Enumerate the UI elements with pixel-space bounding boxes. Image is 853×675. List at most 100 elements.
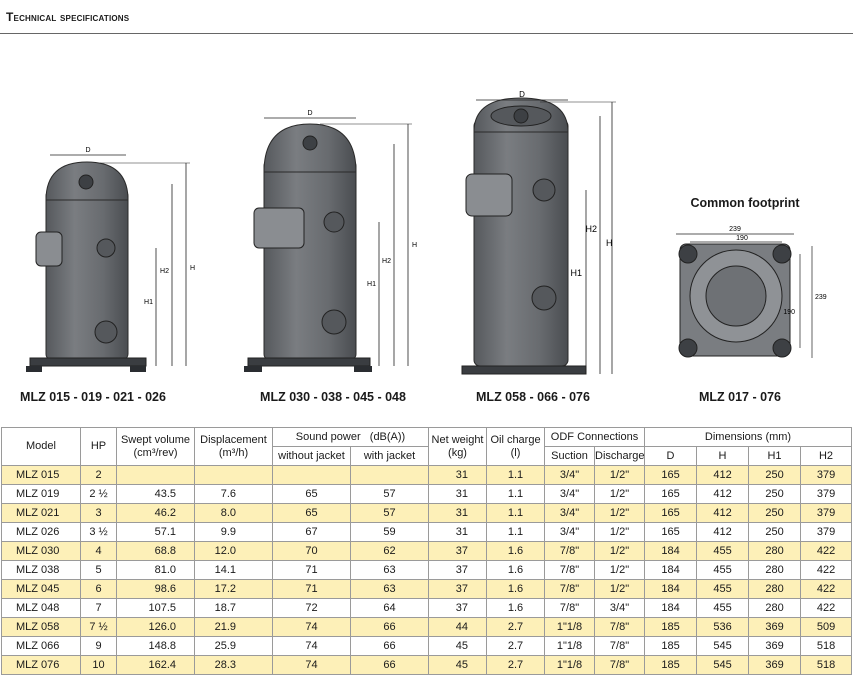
cell-net-weight: 37 bbox=[428, 560, 488, 580]
cell-suction: 7/8" bbox=[544, 579, 596, 599]
cell-oil: 1.1 bbox=[486, 522, 546, 542]
cell-hp: 5 bbox=[80, 560, 117, 580]
dim-h-1: H bbox=[190, 265, 195, 272]
specs-table: Model HP Swept volume(cm³/rev) Displacem… bbox=[1, 427, 853, 675]
cell-h1: 250 bbox=[748, 503, 802, 523]
cell-oil: 1.6 bbox=[486, 560, 546, 580]
cell-discharge: 1/2" bbox=[594, 579, 646, 599]
cell-d: 165 bbox=[644, 465, 698, 485]
cell-net-weight: 37 bbox=[428, 541, 488, 561]
cell-suction: 3/4" bbox=[544, 465, 596, 485]
header-h2: H2 bbox=[800, 446, 853, 466]
cell-with-jacket bbox=[349, 465, 430, 485]
cell-oil: 1.1 bbox=[486, 465, 546, 485]
cell-with-jacket: 66 bbox=[349, 636, 430, 656]
header-odf: ODF Connections bbox=[544, 427, 646, 447]
cell-hp: 9 bbox=[80, 636, 117, 656]
cell-hp: 2 bbox=[80, 465, 117, 485]
cell-suction: 1"1/8 bbox=[544, 655, 596, 675]
header-hp: HP bbox=[80, 427, 117, 466]
dim-d-1: D bbox=[85, 147, 90, 154]
cell-h2: 518 bbox=[800, 636, 853, 656]
cell-with-jacket: 64 bbox=[349, 598, 430, 618]
cell-swept: 68.8 bbox=[116, 541, 195, 561]
cell-displacement: 8.0 bbox=[194, 503, 273, 523]
cell-displacement: 14.1 bbox=[194, 560, 273, 580]
table-row: MLZ 048 7 107.5 18.7 72 64 37 1.6 7/8" 3… bbox=[1, 598, 853, 618]
header-suction: Suction bbox=[544, 446, 596, 466]
cell-with-jacket: 57 bbox=[349, 484, 430, 504]
cell-displacement: 21.9 bbox=[194, 617, 273, 637]
cell-with-jacket: 57 bbox=[349, 503, 430, 523]
cell-model: MLZ 026 bbox=[1, 522, 81, 542]
cell-suction: 1"1/8 bbox=[544, 636, 596, 656]
cell-h2: 379 bbox=[800, 522, 853, 542]
header-d: D bbox=[644, 446, 698, 466]
cell-suction: 7/8" bbox=[544, 541, 596, 561]
cell-swept: 81.0 bbox=[116, 560, 195, 580]
cell-displacement bbox=[194, 465, 273, 485]
cell-swept: 107.5 bbox=[116, 598, 195, 618]
table-row: MLZ 030 4 68.8 12.0 70 62 37 1.6 7/8" 1/… bbox=[1, 541, 853, 561]
cell-suction: 1"1/8 bbox=[544, 617, 596, 637]
cell-discharge: 3/4" bbox=[594, 598, 646, 618]
cell-without-jacket: 65 bbox=[272, 503, 351, 523]
cell-swept: 148.8 bbox=[116, 636, 195, 656]
header-displacement: Displacement(m³/h) bbox=[194, 427, 273, 466]
caption-footprint: MLZ 017 - 076 bbox=[699, 390, 781, 404]
cell-h1: 250 bbox=[748, 465, 802, 485]
header-discharge: Discharge bbox=[594, 446, 646, 466]
cell-oil: 1.6 bbox=[486, 598, 546, 618]
cell-h: 412 bbox=[696, 503, 750, 523]
table-row: MLZ 021 3 46.2 8.0 65 57 31 1.1 3/4" 1/2… bbox=[1, 503, 853, 523]
cell-net-weight: 31 bbox=[428, 522, 488, 542]
cell-h1: 280 bbox=[748, 598, 802, 618]
cell-model: MLZ 030 bbox=[1, 541, 81, 561]
cell-h: 545 bbox=[696, 636, 750, 656]
cell-hp: 2 ½ bbox=[80, 484, 117, 504]
cell-swept: 162.4 bbox=[116, 655, 195, 675]
cell-discharge: 1/2" bbox=[594, 465, 646, 485]
dim-d-2: D bbox=[307, 110, 312, 117]
cell-without-jacket: 67 bbox=[272, 522, 351, 542]
cell-oil: 2.7 bbox=[486, 617, 546, 637]
cell-without-jacket: 71 bbox=[272, 560, 351, 580]
table-row: MLZ 038 5 81.0 14.1 71 63 37 1.6 7/8" 1/… bbox=[1, 560, 853, 580]
cell-d: 185 bbox=[644, 655, 698, 675]
cell-h1: 369 bbox=[748, 636, 802, 656]
cell-without-jacket: 65 bbox=[272, 484, 351, 504]
cell-h: 412 bbox=[696, 522, 750, 542]
cell-h2: 422 bbox=[800, 560, 853, 580]
cell-net-weight: 44 bbox=[428, 617, 488, 637]
drawings-svg: D H H2 H1 D H H2 bbox=[26, 90, 827, 375]
caption-large-compressor: MLZ 058 - 066 - 076 bbox=[476, 390, 590, 404]
cell-h: 455 bbox=[696, 560, 750, 580]
header-without-jacket: without jacket bbox=[272, 446, 351, 466]
cell-model: MLZ 015 bbox=[1, 465, 81, 485]
cell-swept: 126.0 bbox=[116, 617, 195, 637]
cell-model: MLZ 019 bbox=[1, 484, 81, 504]
cell-swept: 46.2 bbox=[116, 503, 195, 523]
cell-model: MLZ 066 bbox=[1, 636, 81, 656]
dim-h-3: H bbox=[606, 238, 613, 248]
header-h1: H1 bbox=[748, 446, 802, 466]
header-h: H bbox=[696, 446, 750, 466]
dim-239-top: 239 bbox=[729, 226, 741, 233]
cell-model: MLZ 021 bbox=[1, 503, 81, 523]
caption-small-compressor: MLZ 015 - 019 - 021 - 026 bbox=[20, 390, 166, 404]
cell-displacement: 9.9 bbox=[194, 522, 273, 542]
title-divider bbox=[0, 33, 853, 34]
cell-h1: 280 bbox=[748, 579, 802, 599]
cell-net-weight: 37 bbox=[428, 579, 488, 599]
footprint-drawing: 239 190 239 190 bbox=[676, 226, 827, 358]
cell-swept bbox=[116, 465, 195, 485]
compressor-drawing-medium: D H H2 H1 bbox=[244, 110, 417, 372]
cell-hp: 3 ½ bbox=[80, 522, 117, 542]
table-row: MLZ 026 3 ½ 57.1 9.9 67 59 31 1.1 3/4" 1… bbox=[1, 522, 853, 542]
cell-net-weight: 31 bbox=[428, 484, 488, 504]
cell-h2: 422 bbox=[800, 541, 853, 561]
dim-h1-2: H1 bbox=[367, 281, 376, 288]
cell-net-weight: 37 bbox=[428, 598, 488, 618]
cell-without-jacket: 72 bbox=[272, 598, 351, 618]
cell-hp: 7 bbox=[80, 598, 117, 618]
